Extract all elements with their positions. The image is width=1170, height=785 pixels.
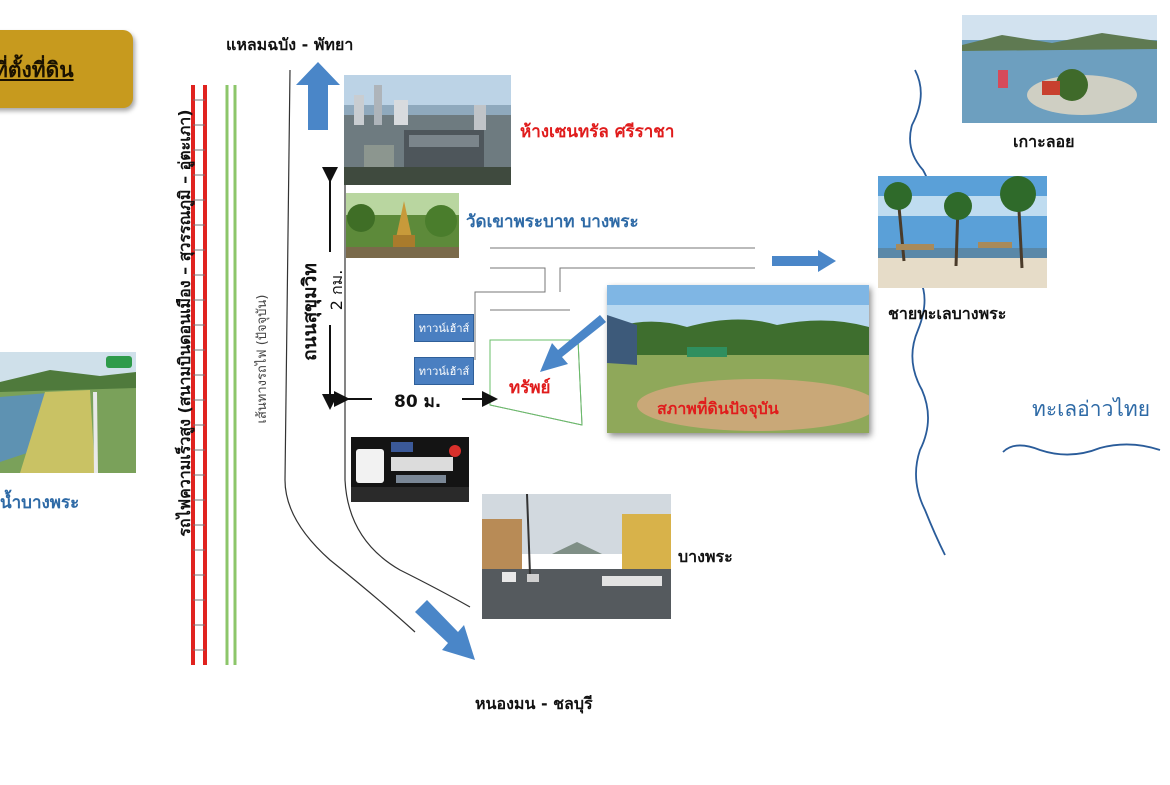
townhouse-box-2: ทาวน์เฮ้าส์ bbox=[414, 357, 474, 385]
property-parcel bbox=[489, 339, 583, 426]
title-badge: ที่ตั้งที่ดิน bbox=[0, 30, 133, 108]
bangphra-label: บางพระ bbox=[678, 547, 733, 566]
distance-2km-label: 2 กม. bbox=[327, 269, 346, 311]
island-photo bbox=[962, 15, 1157, 123]
townhouse-2-label: ทาวน์เฮ้าส์ bbox=[418, 365, 470, 378]
land-condition-label: สภาพที่ดินปัจจุบัน bbox=[657, 399, 779, 418]
property-label: ทรัพย์ bbox=[509, 378, 551, 398]
arrow-to-chonburi bbox=[415, 600, 475, 660]
arrow-to-beach bbox=[772, 250, 836, 272]
current-rail-label: เส้นทางรถไฟ (ปัจจุบัน) bbox=[255, 294, 270, 424]
current-rail-line bbox=[225, 85, 237, 665]
arrow-to-pattaya bbox=[296, 62, 340, 130]
mall-label: ห้างเซนทรัล ศรีราชา bbox=[520, 122, 675, 142]
highspeed-rail-line bbox=[191, 85, 207, 665]
highspeed-rail-label: รถไฟความเร็วสูง (สนามบินดอนเมือง – สุวรร… bbox=[175, 109, 194, 537]
coastline bbox=[909, 69, 946, 556]
market-photo bbox=[351, 437, 469, 502]
reservoir-label: น้ำบางพระ bbox=[0, 493, 80, 513]
arrow-to-property bbox=[540, 315, 606, 372]
distance-80m-label: 80 ม. bbox=[394, 392, 442, 412]
title-badge-text: ที่ตั้งที่ดิน bbox=[0, 58, 74, 82]
island-label: เกาะลอย bbox=[1013, 132, 1075, 151]
temple-label: วัดเขาพระบาท บางพระ bbox=[466, 212, 639, 232]
townhouse-1-label: ทาวน์เฮ้าส์ bbox=[418, 322, 470, 335]
bangphra-street-photo bbox=[482, 494, 671, 619]
sea-wave bbox=[1002, 443, 1161, 456]
townhouse-box-1: ทาวน์เฮ้าส์ bbox=[414, 314, 474, 342]
sukhumvit-road-left-edge bbox=[284, 69, 416, 633]
beach-label: ชายทะเลบางพระ bbox=[888, 304, 1007, 323]
sukhumvit-road-right-edge bbox=[344, 75, 471, 608]
reservoir-photo bbox=[0, 352, 136, 473]
mall-photo bbox=[344, 75, 511, 185]
land-condition-photo: สภาพที่ดินปัจจุบัน bbox=[607, 285, 869, 433]
top-road-label: แหลมฉบัง - พัทยา bbox=[226, 35, 354, 54]
temple-photo bbox=[346, 193, 459, 258]
bottom-road-label: หนองมน - ชลบุรี bbox=[475, 694, 593, 713]
sukhumvit-road-label: ถนนสุขุมวิท bbox=[299, 263, 321, 361]
beach-photo bbox=[878, 176, 1047, 288]
sea-label: ทะเลอ่าวไทย bbox=[1032, 397, 1151, 421]
